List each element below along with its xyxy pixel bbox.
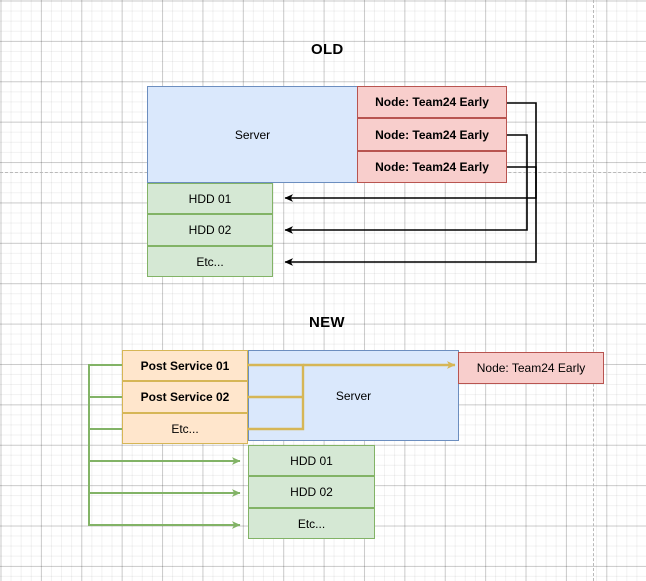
new-service-label-2: Post Service 02 bbox=[140, 390, 230, 404]
old-hdd-box-3[interactable]: Etc... bbox=[147, 246, 273, 277]
old-server-label: Server bbox=[234, 127, 271, 142]
new-server-label: Server bbox=[335, 388, 372, 403]
new-node-box[interactable]: Node: Team24 Early bbox=[458, 352, 604, 384]
new-server-box[interactable]: Server bbox=[248, 350, 459, 441]
new-node-label: Node: Team24 Early bbox=[476, 361, 586, 375]
new-service-box-1[interactable]: Post Service 01 bbox=[122, 350, 248, 381]
new-hdd-label-1: HDD 01 bbox=[290, 453, 333, 468]
new-hdd-box-2[interactable]: HDD 02 bbox=[248, 476, 375, 508]
new-hdd-label-3: Etc... bbox=[297, 516, 326, 531]
old-hdd-box-2[interactable]: HDD 02 bbox=[147, 214, 273, 246]
old-hdd-label-1: HDD 01 bbox=[188, 191, 232, 206]
new-service-box-3[interactable]: Etc... bbox=[122, 413, 248, 444]
new-service-box-2[interactable]: Post Service 02 bbox=[122, 381, 248, 413]
old-hdd-label-2: HDD 02 bbox=[188, 223, 232, 237]
guide-line-vertical bbox=[593, 0, 594, 581]
new-hdd-box-1[interactable]: HDD 01 bbox=[248, 445, 375, 476]
old-node-box-3[interactable]: Node: Team24 Early bbox=[357, 151, 507, 183]
new-hdd-box-3[interactable]: Etc... bbox=[248, 508, 375, 539]
old-node-box-2[interactable]: Node: Team24 Early bbox=[357, 118, 507, 151]
new-hdd-label-2: HDD 02 bbox=[290, 485, 333, 499]
new-service-label-1: Post Service 01 bbox=[140, 358, 230, 373]
old-node-label-1: Node: Team24 Early bbox=[375, 95, 489, 109]
old-server-box[interactable]: Server bbox=[147, 86, 358, 183]
section-title-old: OLD bbox=[311, 41, 344, 58]
old-hdd-label-3: Etc... bbox=[196, 254, 224, 269]
section-title-new: NEW bbox=[309, 314, 345, 331]
old-node-label-2: Node: Team24 Early bbox=[375, 127, 489, 142]
old-hdd-box-1[interactable]: HDD 01 bbox=[147, 183, 273, 214]
old-node-box-1[interactable]: Node: Team24 Early bbox=[357, 86, 507, 118]
new-service-label-3: Etc... bbox=[171, 421, 199, 436]
old-node-label-3: Node: Team24 Early bbox=[375, 160, 489, 174]
